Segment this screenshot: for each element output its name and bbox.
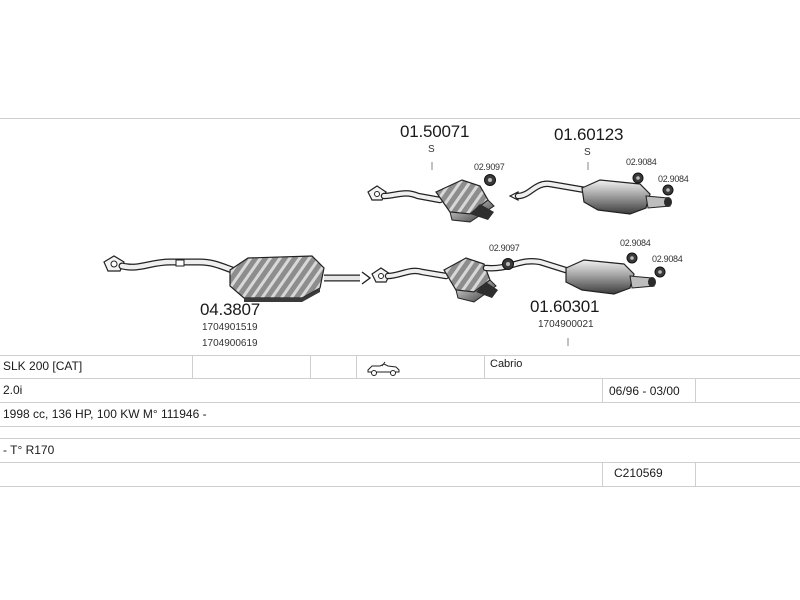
table-row-line-7	[0, 486, 800, 487]
years-cell: 06/96 - 03/00	[609, 384, 680, 398]
top-border	[0, 118, 800, 119]
clamp-code-middle-lower: 02.9097	[489, 243, 520, 253]
part-code-middle-upper: 01.50071	[400, 122, 470, 141]
middle-silencer-upper	[367, 174, 496, 223]
table-col-5	[602, 378, 603, 402]
rear-silencer-lower	[565, 252, 666, 295]
table-col-7	[695, 378, 696, 402]
table-col-1	[192, 355, 193, 378]
oem-front-pipe-1: 1704901519	[202, 322, 258, 333]
model-cell: SLK 200 [CAT]	[3, 359, 83, 373]
oem-front-pipe-2: 1704900619	[202, 338, 258, 349]
part-code-rear-lower: 01.60301	[530, 297, 600, 316]
body-type-cell: Cabrio	[490, 358, 523, 370]
type-cell: - T° R170	[3, 443, 55, 457]
variant-rear-upper: S	[584, 147, 591, 158]
table-row-line-2	[0, 378, 800, 379]
table-row-line-3	[0, 402, 800, 403]
clamp-code-rear-upper-2: 02.9084	[658, 174, 689, 184]
part-code-front-pipe: 04.3807	[200, 300, 261, 319]
convertible-car-icon	[367, 361, 400, 376]
clamp-code-rear-upper-1: 02.9084	[626, 157, 657, 167]
table-col-6	[602, 462, 603, 486]
table-col-3	[356, 355, 357, 378]
clamp-code-middle-upper: 02.9097	[474, 162, 505, 172]
part-code-rear-upper: 01.60123	[554, 125, 624, 144]
rear-silencer-upper	[508, 172, 674, 215]
specs-cell: 1998 cc, 136 HP, 100 KW M° 111946 -	[3, 407, 207, 421]
table-col-2	[310, 355, 311, 378]
middle-silencer-lower	[371, 257, 576, 303]
variant-middle-upper: S	[428, 144, 435, 155]
clamp-code-rear-lower-1: 02.9084	[620, 238, 651, 248]
table-col-4	[484, 355, 485, 378]
oem-rear-lower: 1704900021	[538, 319, 594, 330]
table-row-line-1	[0, 355, 800, 356]
table-row-line-4	[0, 426, 800, 427]
table-col-8	[695, 462, 696, 486]
clamp-code-rear-lower-2: 02.9084	[652, 254, 683, 264]
engine-cell: 2.0i	[3, 383, 23, 397]
table-row-line-6	[0, 462, 800, 463]
reference-cell: C210569	[614, 466, 663, 480]
table-row-line-5	[0, 438, 800, 439]
front-pipe-catalyst	[103, 255, 372, 302]
